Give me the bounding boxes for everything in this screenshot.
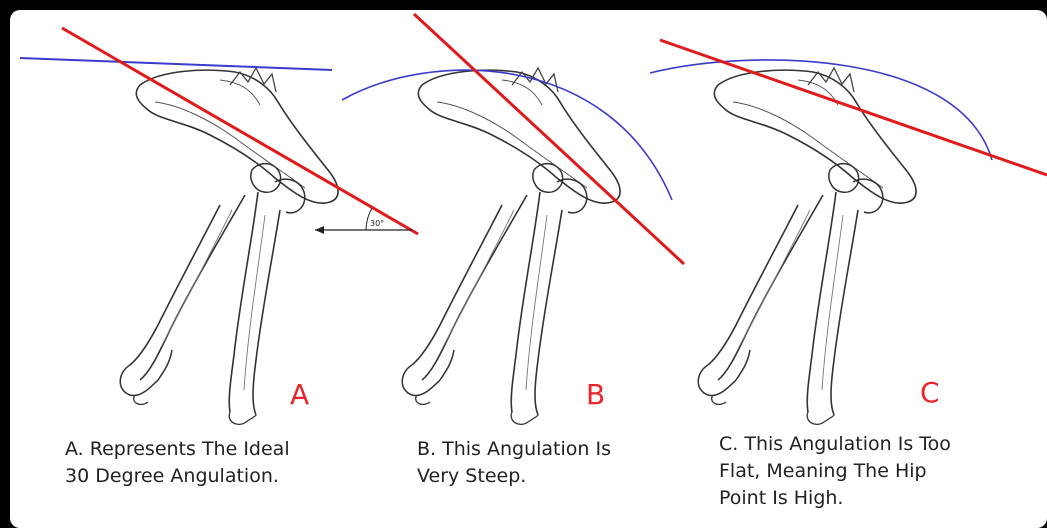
topline-a [20, 58, 332, 70]
leg-sketch-b [402, 68, 620, 424]
panel-letter-a: A [290, 378, 309, 411]
panel-a: 30° A [20, 28, 418, 424]
leg-sketch-a [120, 68, 338, 424]
topline-b [342, 70, 672, 200]
panel-letter-c: C [920, 376, 940, 409]
caption-b: B. This Angulation Is Very Steep. [417, 436, 677, 490]
caption-a: A. Represents The Ideal 30 Degree Angula… [65, 436, 365, 490]
caption-c: C. This Angulation Is Too Flat, Meaning … [719, 431, 1039, 512]
angle-label: 30° [370, 219, 384, 228]
leg-sketch-c [698, 68, 916, 424]
pelvis-line-b [414, 14, 684, 264]
pelvis-line-c [660, 40, 1047, 175]
panel-c: C [650, 40, 1047, 424]
panel-letter-b: B [586, 378, 605, 411]
diagram-frame: 30° A B C A. Represents The Ideal 30 Deg… [10, 10, 1047, 528]
